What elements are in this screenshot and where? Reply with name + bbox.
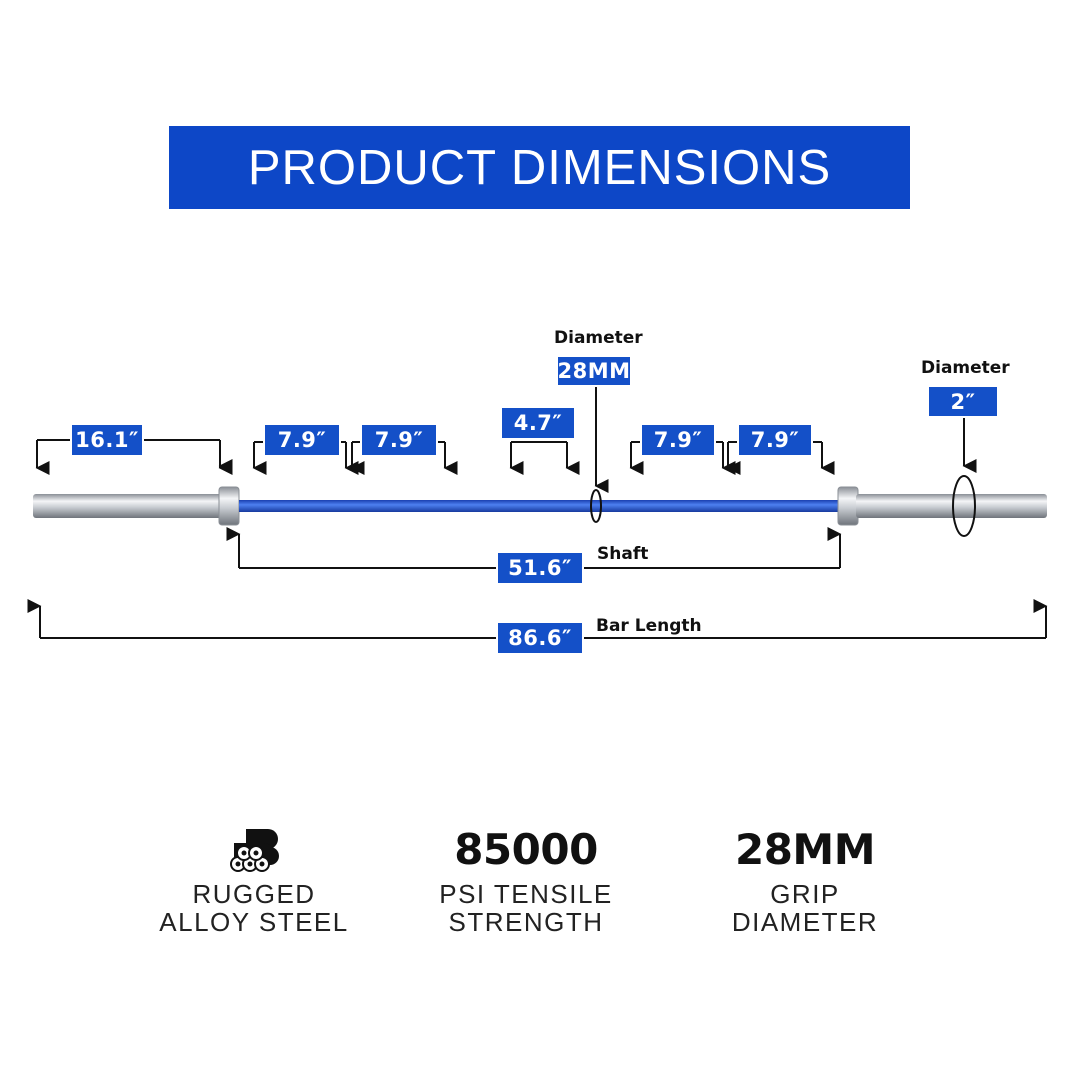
tensile-strength-value: 85000 — [454, 825, 598, 874]
feature-caption-line1: GRIP — [770, 879, 840, 909]
knurl-3-value: 7.9″ — [642, 425, 714, 455]
knurl-4-value: 7.9″ — [739, 425, 811, 455]
left-sleeve — [33, 494, 223, 518]
grip-diameter-value: 28MM — [734, 825, 876, 874]
shaft-length-value: 51.6″ — [498, 553, 582, 583]
left-collar — [218, 486, 240, 526]
title-banner: PRODUCT DIMENSIONS — [169, 126, 910, 209]
right-sleeve — [856, 494, 1047, 518]
sleeve-diameter-label: Diameter — [921, 358, 1010, 378]
bar-length-value: 86.6″ — [498, 623, 582, 653]
sleeve-diameter-value: 2″ — [929, 387, 997, 416]
feature-caption-line1: PSI TENSILE — [439, 879, 613, 909]
feature-caption-line2: STRENGTH — [448, 907, 604, 937]
sleeve-length-value: 16.1″ — [72, 425, 142, 455]
feature-caption-line2: ALLOY STEEL — [159, 907, 349, 937]
alloy-steel-icon — [230, 829, 279, 872]
shaft — [239, 500, 841, 512]
shaft-label: Shaft — [597, 544, 649, 564]
shaft-diameter-label: Diameter — [554, 328, 643, 348]
barbell-diagram — [27, 386, 1048, 639]
feature-caption-line1: RUGGED — [192, 879, 316, 909]
sleeve-diameter-marker — [952, 475, 976, 537]
knurl-1-value: 7.9″ — [265, 425, 339, 455]
feature-alloy-steel: RUGGED ALLOY STEEL — [124, 820, 384, 936]
feature-caption-line2: DIAMETER — [731, 907, 879, 937]
page-title: PRODUCT DIMENSIONS — [247, 140, 832, 195]
center-knurl-value: 4.7″ — [502, 408, 574, 438]
feature-grip-diameter: 28MM GRIP DIAMETER — [675, 820, 935, 936]
knurl-2-value: 7.9″ — [362, 425, 436, 455]
feature-tensile-strength: 85000 PSI TENSILE STRENGTH — [396, 820, 656, 936]
bar-length-label: Bar Length — [596, 616, 702, 636]
shaft-diameter-value: 28MM — [557, 357, 631, 385]
right-collar — [837, 486, 859, 526]
